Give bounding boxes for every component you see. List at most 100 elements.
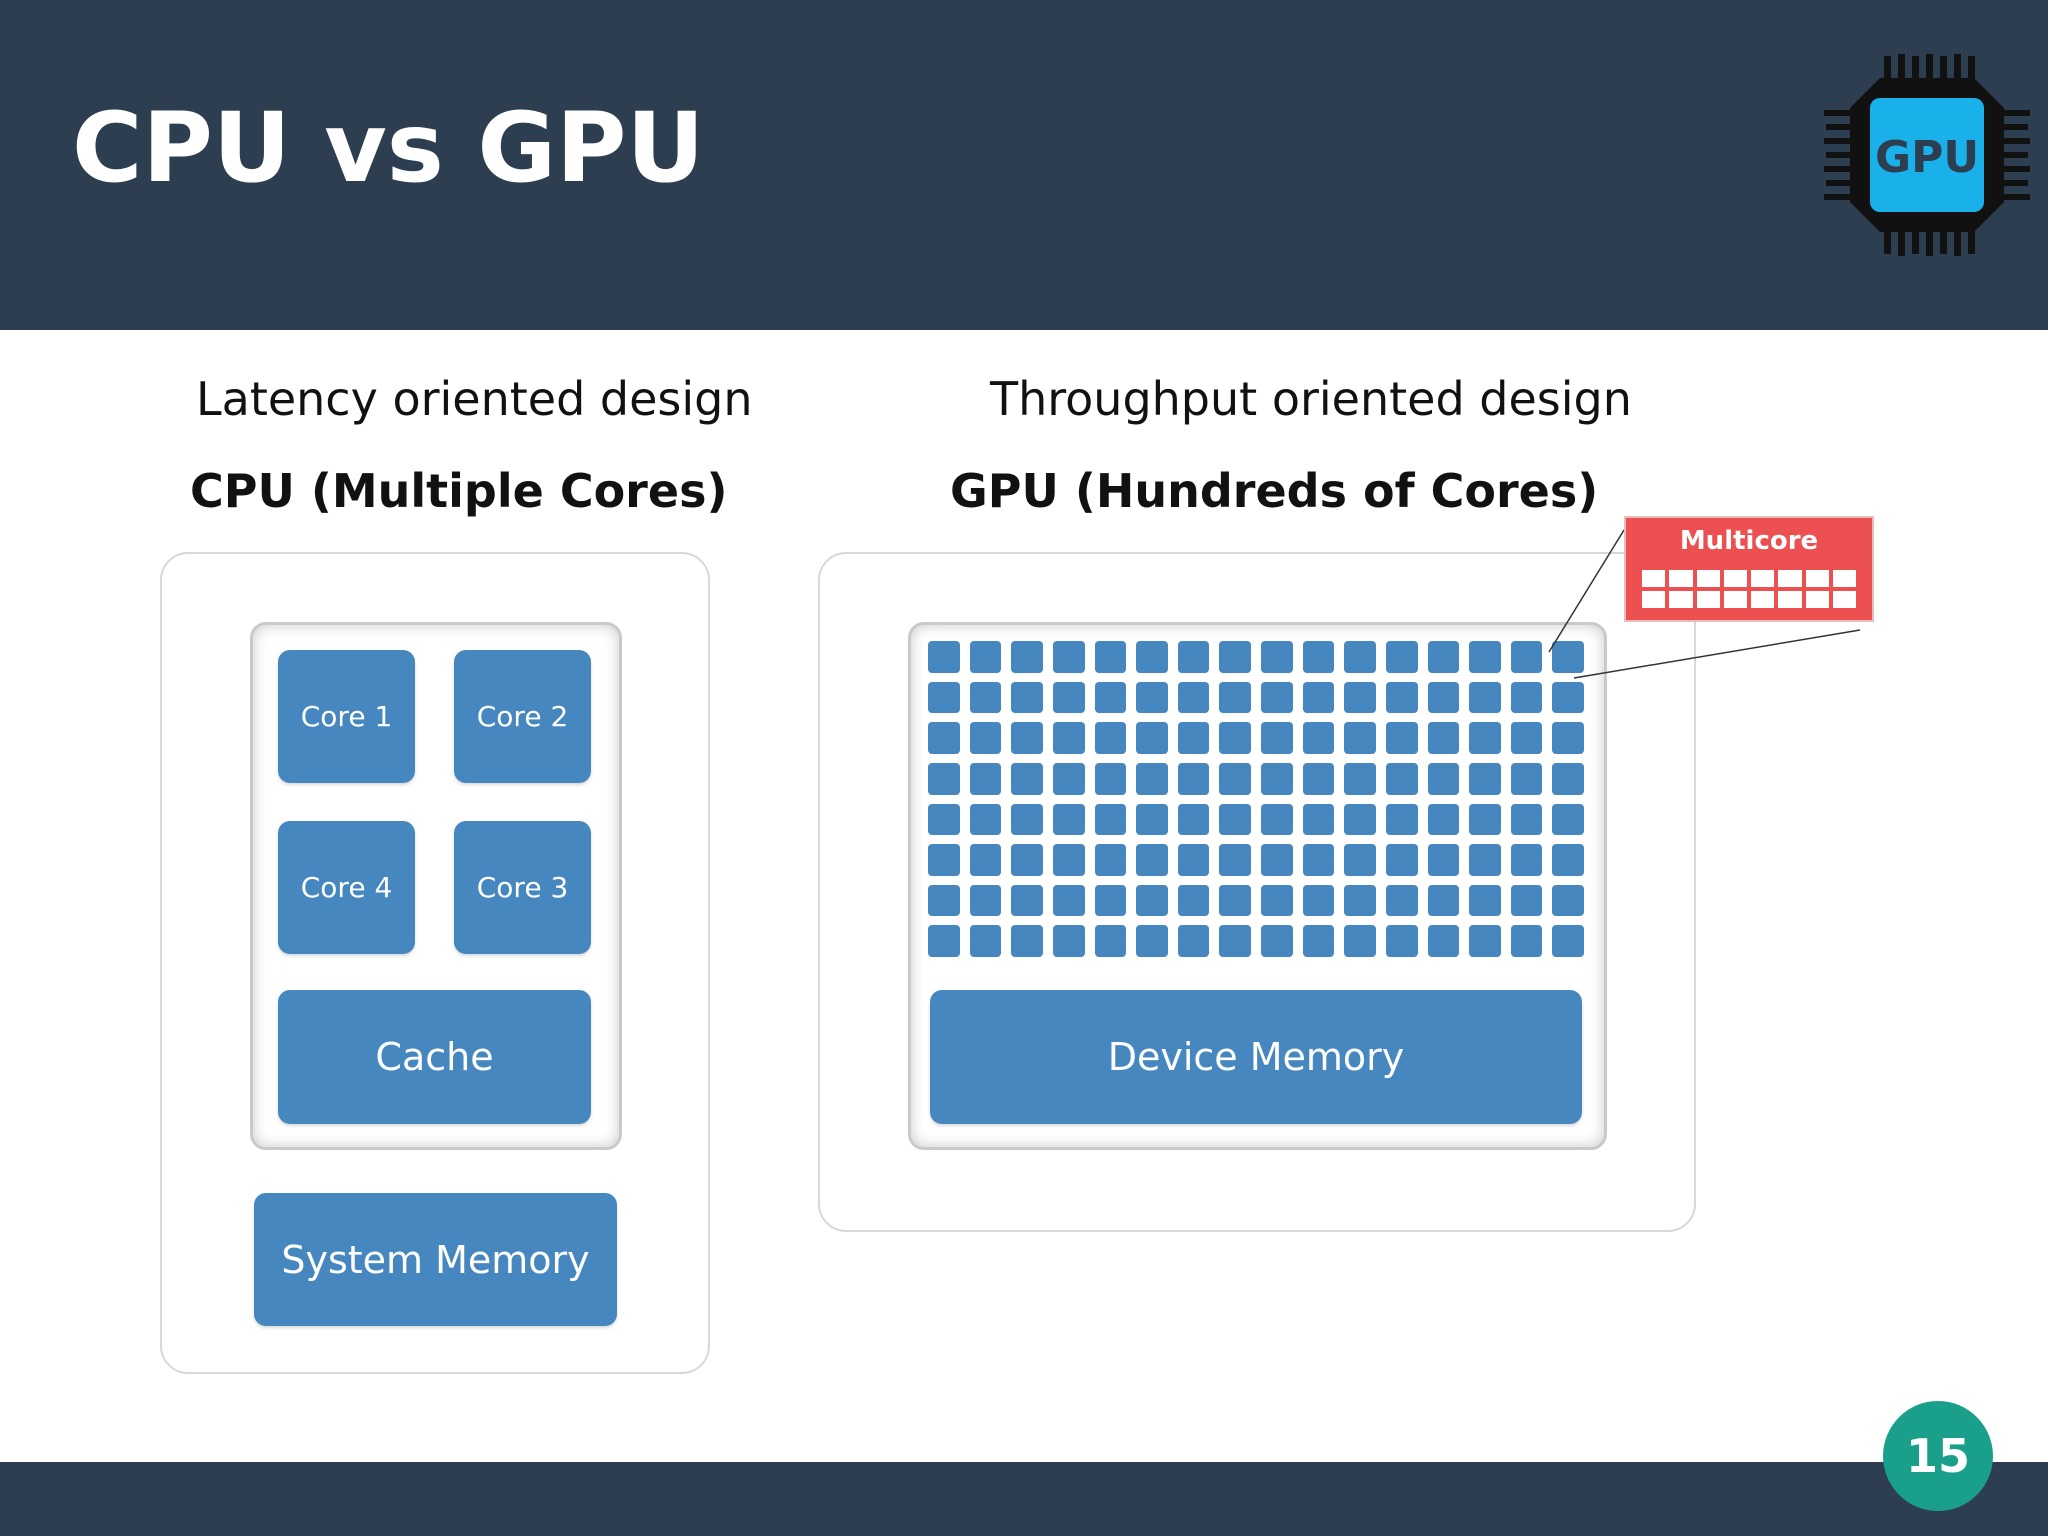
gpu-core-cell (1136, 844, 1168, 876)
gpu-core-cell (1344, 844, 1376, 876)
gpu-core-cell (1136, 681, 1168, 714)
gpu-core-cell (1469, 844, 1501, 876)
gpu-core-cell (1427, 762, 1460, 795)
slide-footer (0, 1462, 2048, 1536)
gpu-core-cell (1469, 641, 1501, 673)
slide-title: CPU vs GPU (72, 92, 705, 204)
gpu-core-cell (1344, 722, 1376, 754)
gpu-core-cell (1136, 803, 1168, 836)
gpu-core-cell (1261, 641, 1293, 673)
gpu-core-cell (1552, 925, 1584, 957)
cpu-core-4: Core 4 (278, 821, 415, 954)
gpu-core-cell (969, 803, 1002, 836)
gpu-core-cell (1469, 884, 1501, 917)
multicore-cell (1723, 570, 1747, 587)
gpu-core-cell (1427, 884, 1460, 917)
slide-header: CPU vs GPU GPU (0, 0, 2048, 330)
gpu-core-cell (1177, 925, 1210, 957)
gpu-core-cell (1302, 925, 1335, 957)
gpu-core-cell (1302, 844, 1335, 876)
gpu-core-cell (1469, 762, 1501, 795)
cpu-cache: Cache (278, 990, 591, 1124)
gpu-core-cell (1427, 722, 1460, 754)
gpu-core-cell (1510, 722, 1543, 754)
multicore-label: Multicore (1679, 526, 1819, 556)
gpu-core-cell (1510, 844, 1543, 876)
gpu-core-cell (1094, 803, 1127, 836)
gpu-core-cell (928, 762, 960, 795)
gpu-core-cell (1052, 925, 1085, 957)
gpu-core-cell (1385, 925, 1418, 957)
gpu-core-cell (1011, 844, 1043, 876)
logo-text: GPU (1875, 132, 1979, 183)
gpu-core-cell (1219, 884, 1251, 917)
gpu-core-cell (1219, 762, 1251, 795)
multicore-cell (1805, 591, 1829, 608)
gpu-core-cell (1261, 681, 1293, 714)
multicore-cell (1805, 570, 1829, 587)
gpu-core-cell (1136, 884, 1168, 917)
gpu-core-cell (1052, 884, 1085, 917)
gpu-core-cell (1177, 762, 1210, 795)
gpu-core-cell (969, 722, 1002, 754)
gpu-core-cell (1219, 722, 1251, 754)
multicore-cell (1751, 591, 1775, 608)
gpu-core-cell (1302, 641, 1335, 673)
gpu-core-cell (1302, 884, 1335, 917)
cpu-core-3: Core 3 (454, 821, 591, 954)
gpu-core-cell (1385, 681, 1418, 714)
gpu-core-cell (1011, 925, 1043, 957)
gpu-core-cell (1177, 844, 1210, 876)
gpu-core-cell (1552, 762, 1584, 795)
gpu-core-cell (1052, 762, 1085, 795)
gpu-core-cell (1094, 681, 1127, 714)
multicore-cell (1642, 570, 1666, 587)
gpu-core-cell (969, 844, 1002, 876)
gpu-core-cell (1510, 925, 1543, 957)
gpu-core-cell (1219, 925, 1251, 957)
gpu-core-cell (1510, 884, 1543, 917)
page-number-badge: 15 (1883, 1401, 1993, 1511)
gpu-core-cell (928, 884, 960, 917)
gpu-core-cell (1302, 762, 1335, 795)
gpu-core-cell (1552, 884, 1584, 917)
multicore-cell (1751, 570, 1775, 587)
multicore-cell (1832, 591, 1856, 608)
gpu-core-cell (1469, 681, 1501, 714)
gpu-core-cell (1552, 844, 1584, 876)
gpu-core-cell (1552, 803, 1584, 836)
gpu-heading: GPU (Hundreds of Cores) (950, 464, 1599, 518)
gpu-core-cell (1094, 762, 1127, 795)
cpu-system-memory: System Memory (254, 1193, 617, 1326)
gpu-core-cell (1136, 762, 1168, 795)
gpu-core-cell (1011, 762, 1043, 795)
cpu-core-2: Core 2 (454, 650, 591, 783)
gpu-core-cell (1177, 641, 1210, 673)
gpu-core-cell (1011, 884, 1043, 917)
gpu-core-cell (1052, 803, 1085, 836)
gpu-core-cell (1510, 803, 1543, 836)
cpu-heading: CPU (Multiple Cores) (190, 464, 728, 518)
multicore-cell (1696, 570, 1720, 587)
gpu-core-cell (1385, 844, 1418, 876)
gpu-core-cell (1552, 681, 1584, 714)
gpu-core-cell (1094, 844, 1127, 876)
gpu-core-cell (1219, 681, 1251, 714)
gpu-chip-icon: GPU (1824, 54, 2030, 256)
gpu-core-cell (1302, 722, 1335, 754)
gpu-core-cell (928, 844, 960, 876)
gpu-core-cell (1510, 641, 1543, 673)
gpu-core-cell (928, 722, 960, 754)
multicore-cell (1778, 570, 1802, 587)
gpu-core-cell (969, 762, 1002, 795)
gpu-core-cell (1385, 884, 1418, 917)
gpu-core-cell (969, 925, 1002, 957)
gpu-core-cell (1344, 884, 1376, 917)
gpu-core-cell (1136, 722, 1168, 754)
cpu-core-1: Core 1 (278, 650, 415, 783)
gpu-core-cell (1344, 762, 1376, 795)
gpu-core-cell (1344, 641, 1376, 673)
gpu-core-grid (928, 641, 1584, 957)
gpu-core-cell (928, 641, 960, 673)
gpu-core-cell (1385, 803, 1418, 836)
